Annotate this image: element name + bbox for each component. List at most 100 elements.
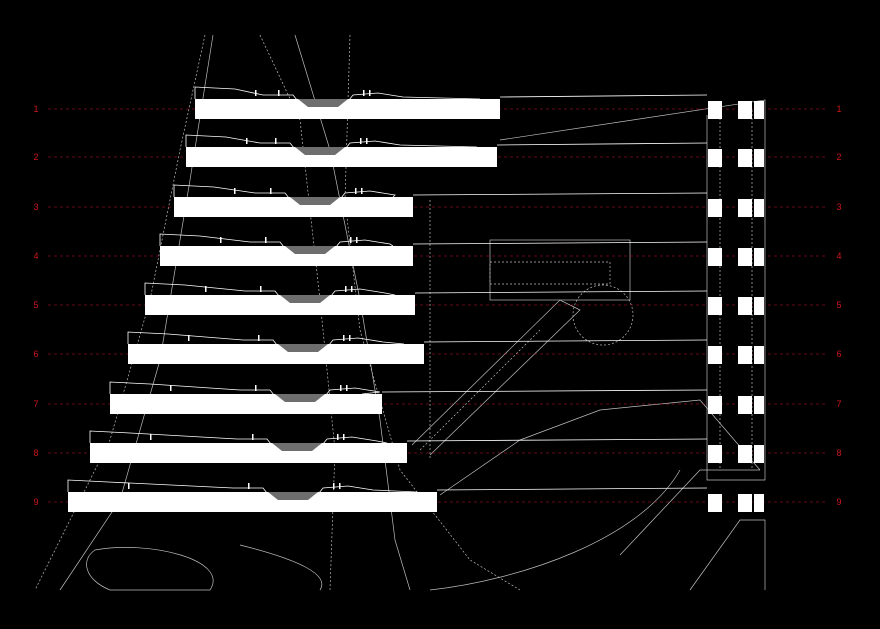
section-label-left-6: 6: [33, 349, 39, 359]
ground-line-6: [423, 339, 708, 343]
ground-line-3: [412, 192, 708, 196]
building-slab-c-8: [754, 445, 764, 463]
building-slab-a-9: [708, 494, 722, 512]
building-slab-a-7: [708, 396, 722, 414]
section-label-right-4: 4: [836, 251, 842, 261]
section-label-left-5: 5: [33, 300, 39, 310]
figure-8-1: [252, 434, 254, 440]
figure-2-1: [275, 138, 277, 144]
building-slab-c-7: [754, 396, 764, 414]
figure-1-1: [278, 90, 280, 96]
ground-line-8: [406, 438, 708, 442]
channel-6: [278, 344, 328, 352]
figure-4-3: [356, 237, 358, 243]
section-label-right-3: 3: [836, 202, 842, 212]
figure-6-2: [343, 335, 345, 341]
building-slab-a-3: [708, 199, 722, 217]
ground-line-1: [499, 94, 708, 98]
building-slab-a-5: [708, 297, 722, 315]
section-strip-1: [195, 99, 500, 119]
section-strip-7: [110, 394, 382, 414]
figure-2-2: [360, 138, 362, 144]
building-slab-b-2: [738, 149, 752, 167]
figure-8-0: [150, 434, 152, 440]
figure-4-0: [220, 237, 222, 243]
building-slab-c-9: [754, 494, 764, 512]
section-strips: [67, 86, 764, 512]
terrain-profile-1: [194, 86, 481, 106]
figure-6-1: [258, 335, 260, 341]
figure-7-3: [346, 385, 348, 391]
channel-5: [280, 295, 330, 303]
building-slab-a-1: [708, 101, 722, 119]
section-label-right-6: 6: [836, 349, 842, 359]
building-slab-a-4: [708, 248, 722, 266]
figure-6-3: [349, 335, 351, 341]
figure-2-0: [246, 138, 248, 144]
figure-3-3: [361, 188, 363, 194]
figure-1-0: [255, 90, 257, 96]
figure-7-2: [340, 385, 342, 391]
figure-9-2: [333, 483, 335, 489]
figure-7-1: [255, 385, 257, 391]
channel-4: [285, 246, 335, 254]
section-label-right-8: 8: [836, 448, 842, 458]
section-label-left-2: 2: [33, 152, 39, 162]
terrain-profile-4: [159, 233, 394, 253]
figure-1-3: [369, 90, 371, 96]
section-label-right-1: 1: [836, 104, 842, 114]
section-strip-9: [68, 492, 437, 512]
figure-1-2: [363, 90, 365, 96]
figure-7-0: [170, 385, 172, 391]
figure-3-0: [234, 188, 236, 194]
building-slab-b-1: [738, 101, 752, 119]
terrain-profile-3: [173, 184, 396, 204]
figure-8-2: [337, 434, 339, 440]
building-slab-b-8: [738, 445, 752, 463]
section-label-left-4: 4: [33, 251, 39, 261]
terrain-profile-8: [89, 430, 388, 450]
section-strip-6: [128, 344, 424, 364]
figure-3-2: [355, 188, 357, 194]
building-slab-c-4: [754, 248, 764, 266]
figure-4-1: [265, 237, 267, 243]
building-slab-c-6: [754, 346, 764, 364]
building-slab-b-6: [738, 346, 752, 364]
section-strip-8: [90, 443, 407, 463]
terrain-profile-7: [109, 381, 381, 401]
ground-line-4: [412, 241, 708, 245]
channel-3: [290, 197, 340, 205]
figure-9-1: [248, 483, 250, 489]
terrain-profile-6: [127, 331, 405, 351]
ground-line-7: [381, 389, 708, 393]
figure-2-3: [366, 138, 368, 144]
building-slab-c-5: [754, 297, 764, 315]
figure-5-0: [205, 286, 207, 292]
section-label-left-8: 8: [33, 448, 39, 458]
building-slab-c-3: [754, 199, 764, 217]
figure-5-1: [260, 286, 262, 292]
section-label-left-7: 7: [33, 399, 39, 409]
building-slab-b-4: [738, 248, 752, 266]
figure-3-1: [270, 188, 272, 194]
channel-7: [275, 394, 325, 402]
ground-line-5: [414, 290, 708, 294]
building-slab-c-2: [754, 149, 764, 167]
channel-8: [272, 443, 322, 451]
figure-5-2: [345, 286, 347, 292]
figure-4-2: [350, 237, 352, 243]
building-slab-c-1: [754, 101, 764, 119]
figure-5-3: [351, 286, 353, 292]
section-label-left-3: 3: [33, 202, 39, 212]
section-strip-4: [160, 246, 413, 266]
figure-8-3: [343, 434, 345, 440]
terrain-profile-9: [67, 479, 418, 499]
figure-9-3: [339, 483, 341, 489]
building-slab-b-5: [738, 297, 752, 315]
section-label-right-9: 9: [836, 497, 842, 507]
terrain-profile-2: [185, 134, 478, 154]
section-strip-5: [145, 295, 415, 315]
building-slab-b-3: [738, 199, 752, 217]
